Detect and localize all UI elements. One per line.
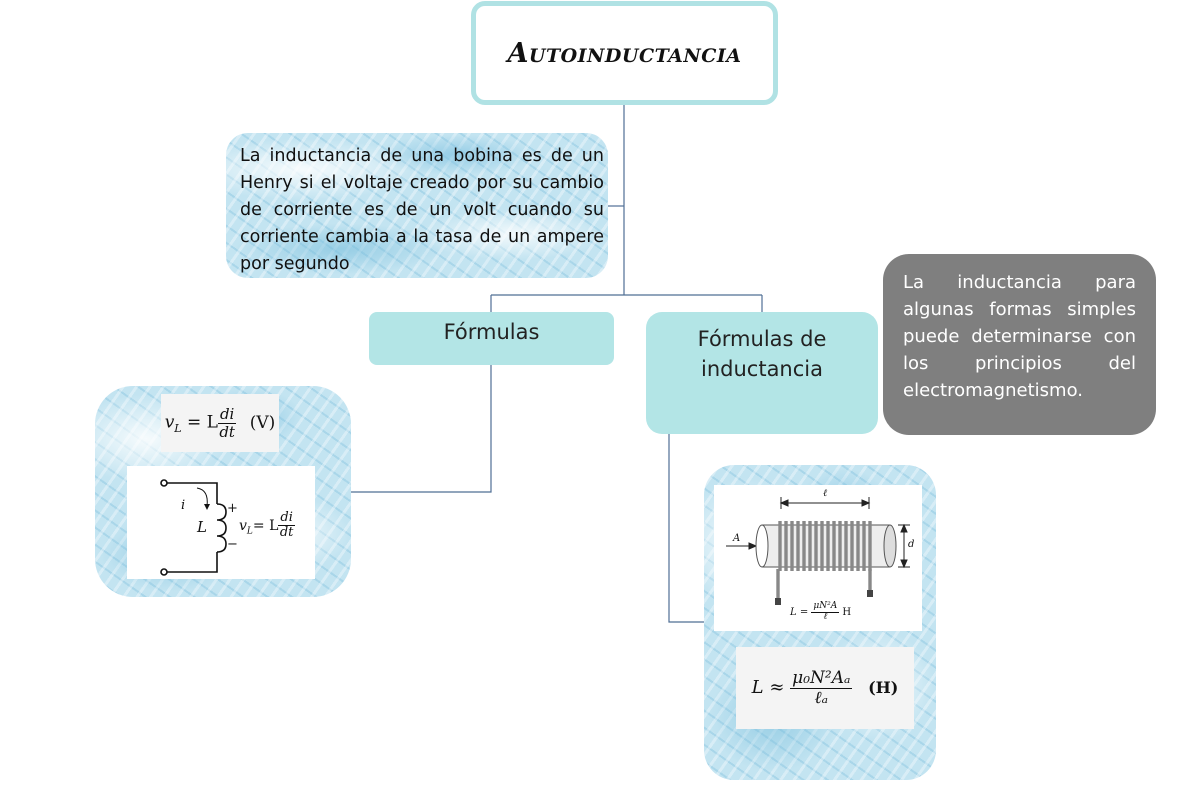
circuit-minus-sign: −: [227, 537, 238, 552]
inductance-formulas-box: Fórmulas de inductancia: [646, 312, 878, 434]
coil-formula-unit: H: [842, 606, 852, 618]
inductance-formulas-label: Fórmulas de inductancia: [697, 327, 827, 381]
approx-formula-denominator: ℓₐ: [814, 687, 828, 708]
circuit-eq-v: v: [239, 517, 247, 534]
circuit-current-label: i: [181, 498, 186, 513]
circuit-eq-denominator: dt: [279, 525, 294, 541]
coil-length-label: ℓ: [823, 488, 828, 499]
circuit-inductor-label: L: [197, 518, 207, 536]
note-box: La inductancia para algunas formas simpl…: [883, 254, 1156, 435]
coil-formula-lhs: L =: [790, 606, 809, 618]
inductance-to-card-line: [668, 434, 704, 623]
coil-area-label: A: [733, 533, 741, 544]
inductor-circuit-diagram: [160, 479, 227, 576]
formulas-label: Fórmulas: [443, 320, 540, 344]
equation-denominator: dt: [219, 422, 235, 441]
coil-formula-numerator: μN²A: [811, 601, 840, 613]
definition-box: La inductancia de una bobina es de un He…: [226, 133, 608, 278]
equation-numerator: di: [217, 405, 237, 424]
coil-diameter-label: d: [908, 539, 915, 550]
circuit-eq-mid: = L: [252, 517, 279, 534]
circuit-eq-numerator: di: [278, 510, 295, 527]
title-box: Autoinductancia: [471, 1, 778, 105]
approx-formula-lhs: L ≈: [751, 677, 785, 698]
equation-v-subscript: L: [174, 421, 182, 435]
diagram-title: Autoinductancia: [507, 37, 742, 69]
equation-equals: = L: [187, 412, 218, 433]
formulas-box: Fórmulas: [369, 312, 614, 365]
solenoid-diagram: [726, 497, 910, 605]
equation-unit: (V): [249, 412, 276, 433]
coil-formula-denominator: ℓ: [823, 611, 828, 622]
circuit-eq-subscript: L: [246, 526, 253, 537]
equation-v-symbol: v: [164, 412, 175, 433]
formulas-to-card-line: [351, 365, 492, 493]
approx-formula-numerator: μ₀N²Aₐ: [790, 667, 853, 689]
definition-text: La inductancia de una bobina es de un He…: [240, 146, 604, 274]
note-text: La inductancia para algunas formas simpl…: [903, 272, 1136, 401]
approx-formula-unit: (H): [868, 678, 899, 697]
circuit-plus-sign: +: [227, 501, 238, 516]
